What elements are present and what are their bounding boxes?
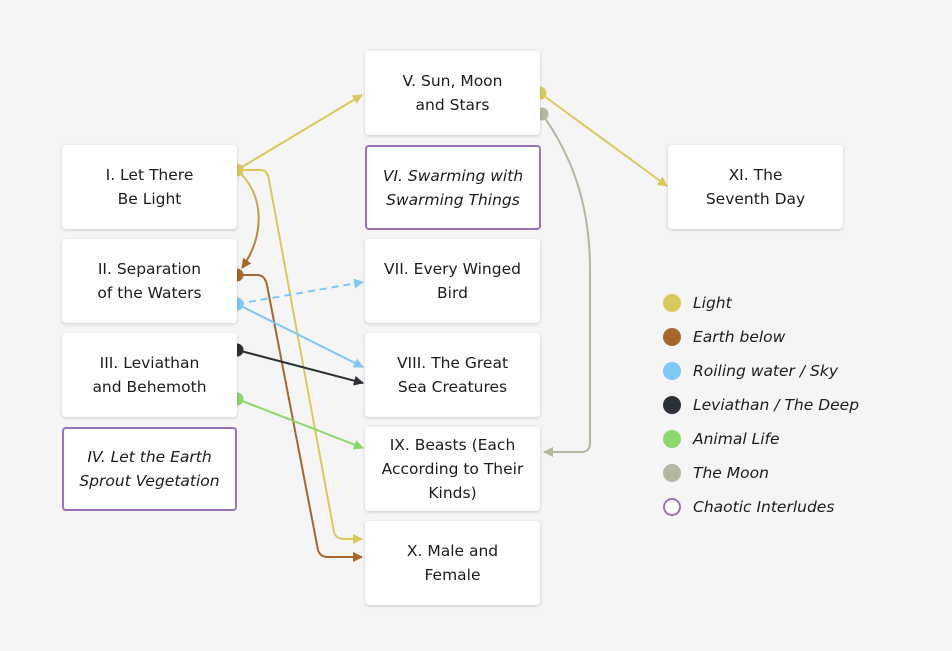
water-swatch-icon — [663, 362, 681, 380]
edge-iii-to-viii — [236, 349, 364, 386]
node-v[interactable]: V. Sun, Moon and Stars — [365, 51, 540, 135]
node-xi[interactable]: XI. The Seventh Day — [668, 145, 843, 229]
legend-label: Leviathan / The Deep — [693, 396, 860, 414]
edge-i-to-x — [237, 169, 363, 544]
edge-v-to-xi — [539, 92, 668, 187]
legend-item-deep: Leviathan / The Deep — [663, 388, 859, 422]
node-x[interactable]: X. Male and Female — [365, 521, 540, 605]
deep-swatch-icon — [663, 396, 681, 414]
node-label: III. Leviathan and Behemoth — [92, 354, 207, 396]
edge-iii-to-ix — [236, 398, 364, 450]
legend-label: Roiling water / Sky — [693, 362, 838, 380]
legend-item-light: Light — [663, 286, 859, 320]
node-label: VII. Every Winged Bird — [384, 260, 521, 302]
edge-v-to-ix — [541, 113, 591, 457]
light-swatch-icon — [663, 294, 681, 312]
moon-swatch-icon — [663, 464, 681, 482]
legend-item-animal: Animal Life — [663, 422, 859, 456]
legend-item-chaotic: Chaotic Interludes — [663, 490, 859, 524]
edge-i-to-ii — [236, 169, 260, 269]
node-label: V. Sun, Moon and Stars — [402, 72, 503, 114]
node-ii[interactable]: II. Separation of the Waters — [62, 239, 237, 323]
node-iii[interactable]: III. Leviathan and Behemoth — [62, 333, 237, 417]
node-label: XI. The Seventh Day — [705, 166, 806, 208]
edge-i-to-v — [236, 94, 363, 171]
edge-ii-to-viii — [236, 303, 364, 368]
node-viii[interactable]: VIII. The Great Sea Creatures — [365, 333, 540, 417]
chaotic-swatch-icon — [663, 498, 681, 516]
legend-item-water: Roiling water / Sky — [663, 354, 859, 388]
node-label: IX. Beasts (Each According to Their Kind… — [381, 436, 524, 502]
node-label: II. Separation of the Waters — [97, 260, 202, 302]
node-label: VI. Swarming with Swarming Things — [382, 166, 524, 209]
node-label: I. Let There Be Light — [105, 166, 194, 208]
node-vi[interactable]: VI. Swarming with Swarming Things — [365, 145, 541, 230]
node-iv[interactable]: IV. Let the Earth Sprout Vegetation — [62, 427, 237, 511]
node-i[interactable]: I. Let There Be Light — [62, 145, 237, 229]
node-label: X. Male and Female — [406, 542, 499, 584]
legend-label: Earth below — [693, 328, 786, 346]
edge-ii-to-x — [237, 274, 363, 562]
legend-item-earth: Earth below — [663, 320, 859, 354]
legend-label: The Moon — [693, 464, 769, 482]
edge-ii-to-vii — [236, 278, 364, 305]
animal-swatch-icon — [663, 430, 681, 448]
legend-label: Animal Life — [693, 430, 780, 448]
node-ix[interactable]: IX. Beasts (Each According to Their Kind… — [365, 427, 540, 511]
legend-label: Light — [693, 294, 732, 312]
node-label: IV. Let the Earth Sprout Vegetation — [79, 448, 220, 490]
legend: Light Earth below Roiling water / Sky Le… — [663, 286, 859, 524]
legend-item-moon: The Moon — [663, 456, 859, 490]
node-vii[interactable]: VII. Every Winged Bird — [365, 239, 540, 323]
legend-label: Chaotic Interludes — [693, 498, 835, 516]
earth-swatch-icon — [663, 328, 681, 346]
node-label: VIII. The Great Sea Creatures — [396, 354, 509, 396]
